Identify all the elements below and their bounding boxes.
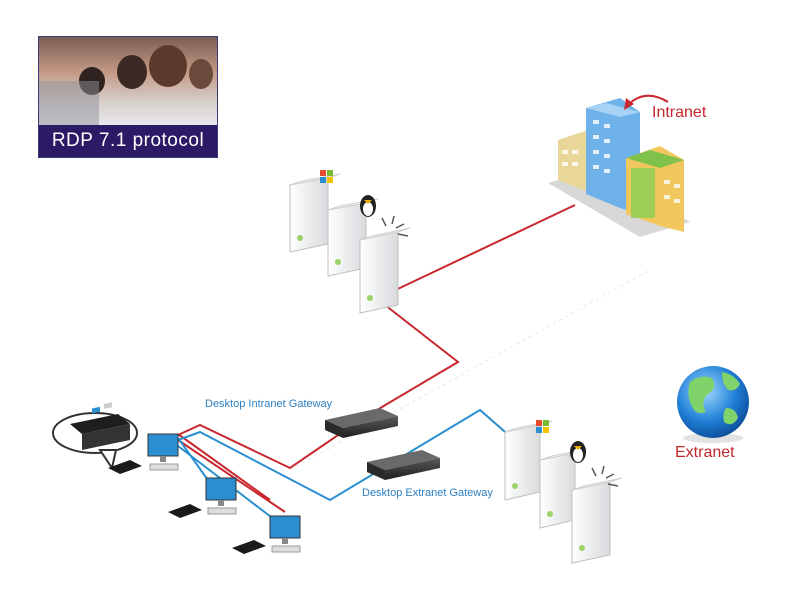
terminal-1	[108, 433, 179, 474]
guide-line	[289, 269, 651, 471]
intranet-links	[177, 204, 576, 513]
linux-penguin-icon	[570, 441, 586, 463]
terminal-2	[168, 477, 237, 518]
monitor-icon	[205, 477, 237, 501]
linux-penguin-icon	[360, 195, 376, 217]
server-icon	[359, 227, 411, 314]
terminal-3	[232, 515, 301, 554]
sun-logo-icon	[381, 215, 409, 237]
server-icon	[289, 173, 341, 253]
windows-logo-icon	[320, 170, 333, 183]
intranet-gateway-icon	[325, 408, 398, 438]
server-icon	[571, 477, 623, 564]
arrow-head-icon	[624, 98, 634, 110]
thin-client-icon	[168, 504, 202, 518]
monitor-icon	[147, 433, 179, 457]
monitor-icon	[269, 515, 301, 539]
office-photo	[39, 37, 217, 125]
windows-logo-icon	[536, 420, 549, 433]
extranet-label: Extranet	[675, 444, 735, 461]
building-icon	[548, 98, 690, 237]
photo-card: RDP 7.1 protocol	[38, 36, 218, 158]
intranet-label: Intranet	[652, 104, 707, 121]
photo-caption: RDP 7.1 protocol	[39, 125, 217, 157]
lower-server-group	[504, 420, 623, 564]
globe-icon	[677, 366, 749, 443]
thin-client-callout	[52, 402, 138, 471]
thin-client-icon	[108, 460, 142, 474]
upper-server-group	[289, 170, 411, 314]
intranet-gateway-label: Desktop Intranet Gateway	[205, 398, 333, 410]
sun-logo-icon	[591, 465, 619, 487]
thin-client-icon	[232, 540, 266, 554]
extranet-gateway-label: Desktop Extranet Gateway	[362, 487, 493, 499]
extranet-gateway-icon	[367, 450, 440, 480]
